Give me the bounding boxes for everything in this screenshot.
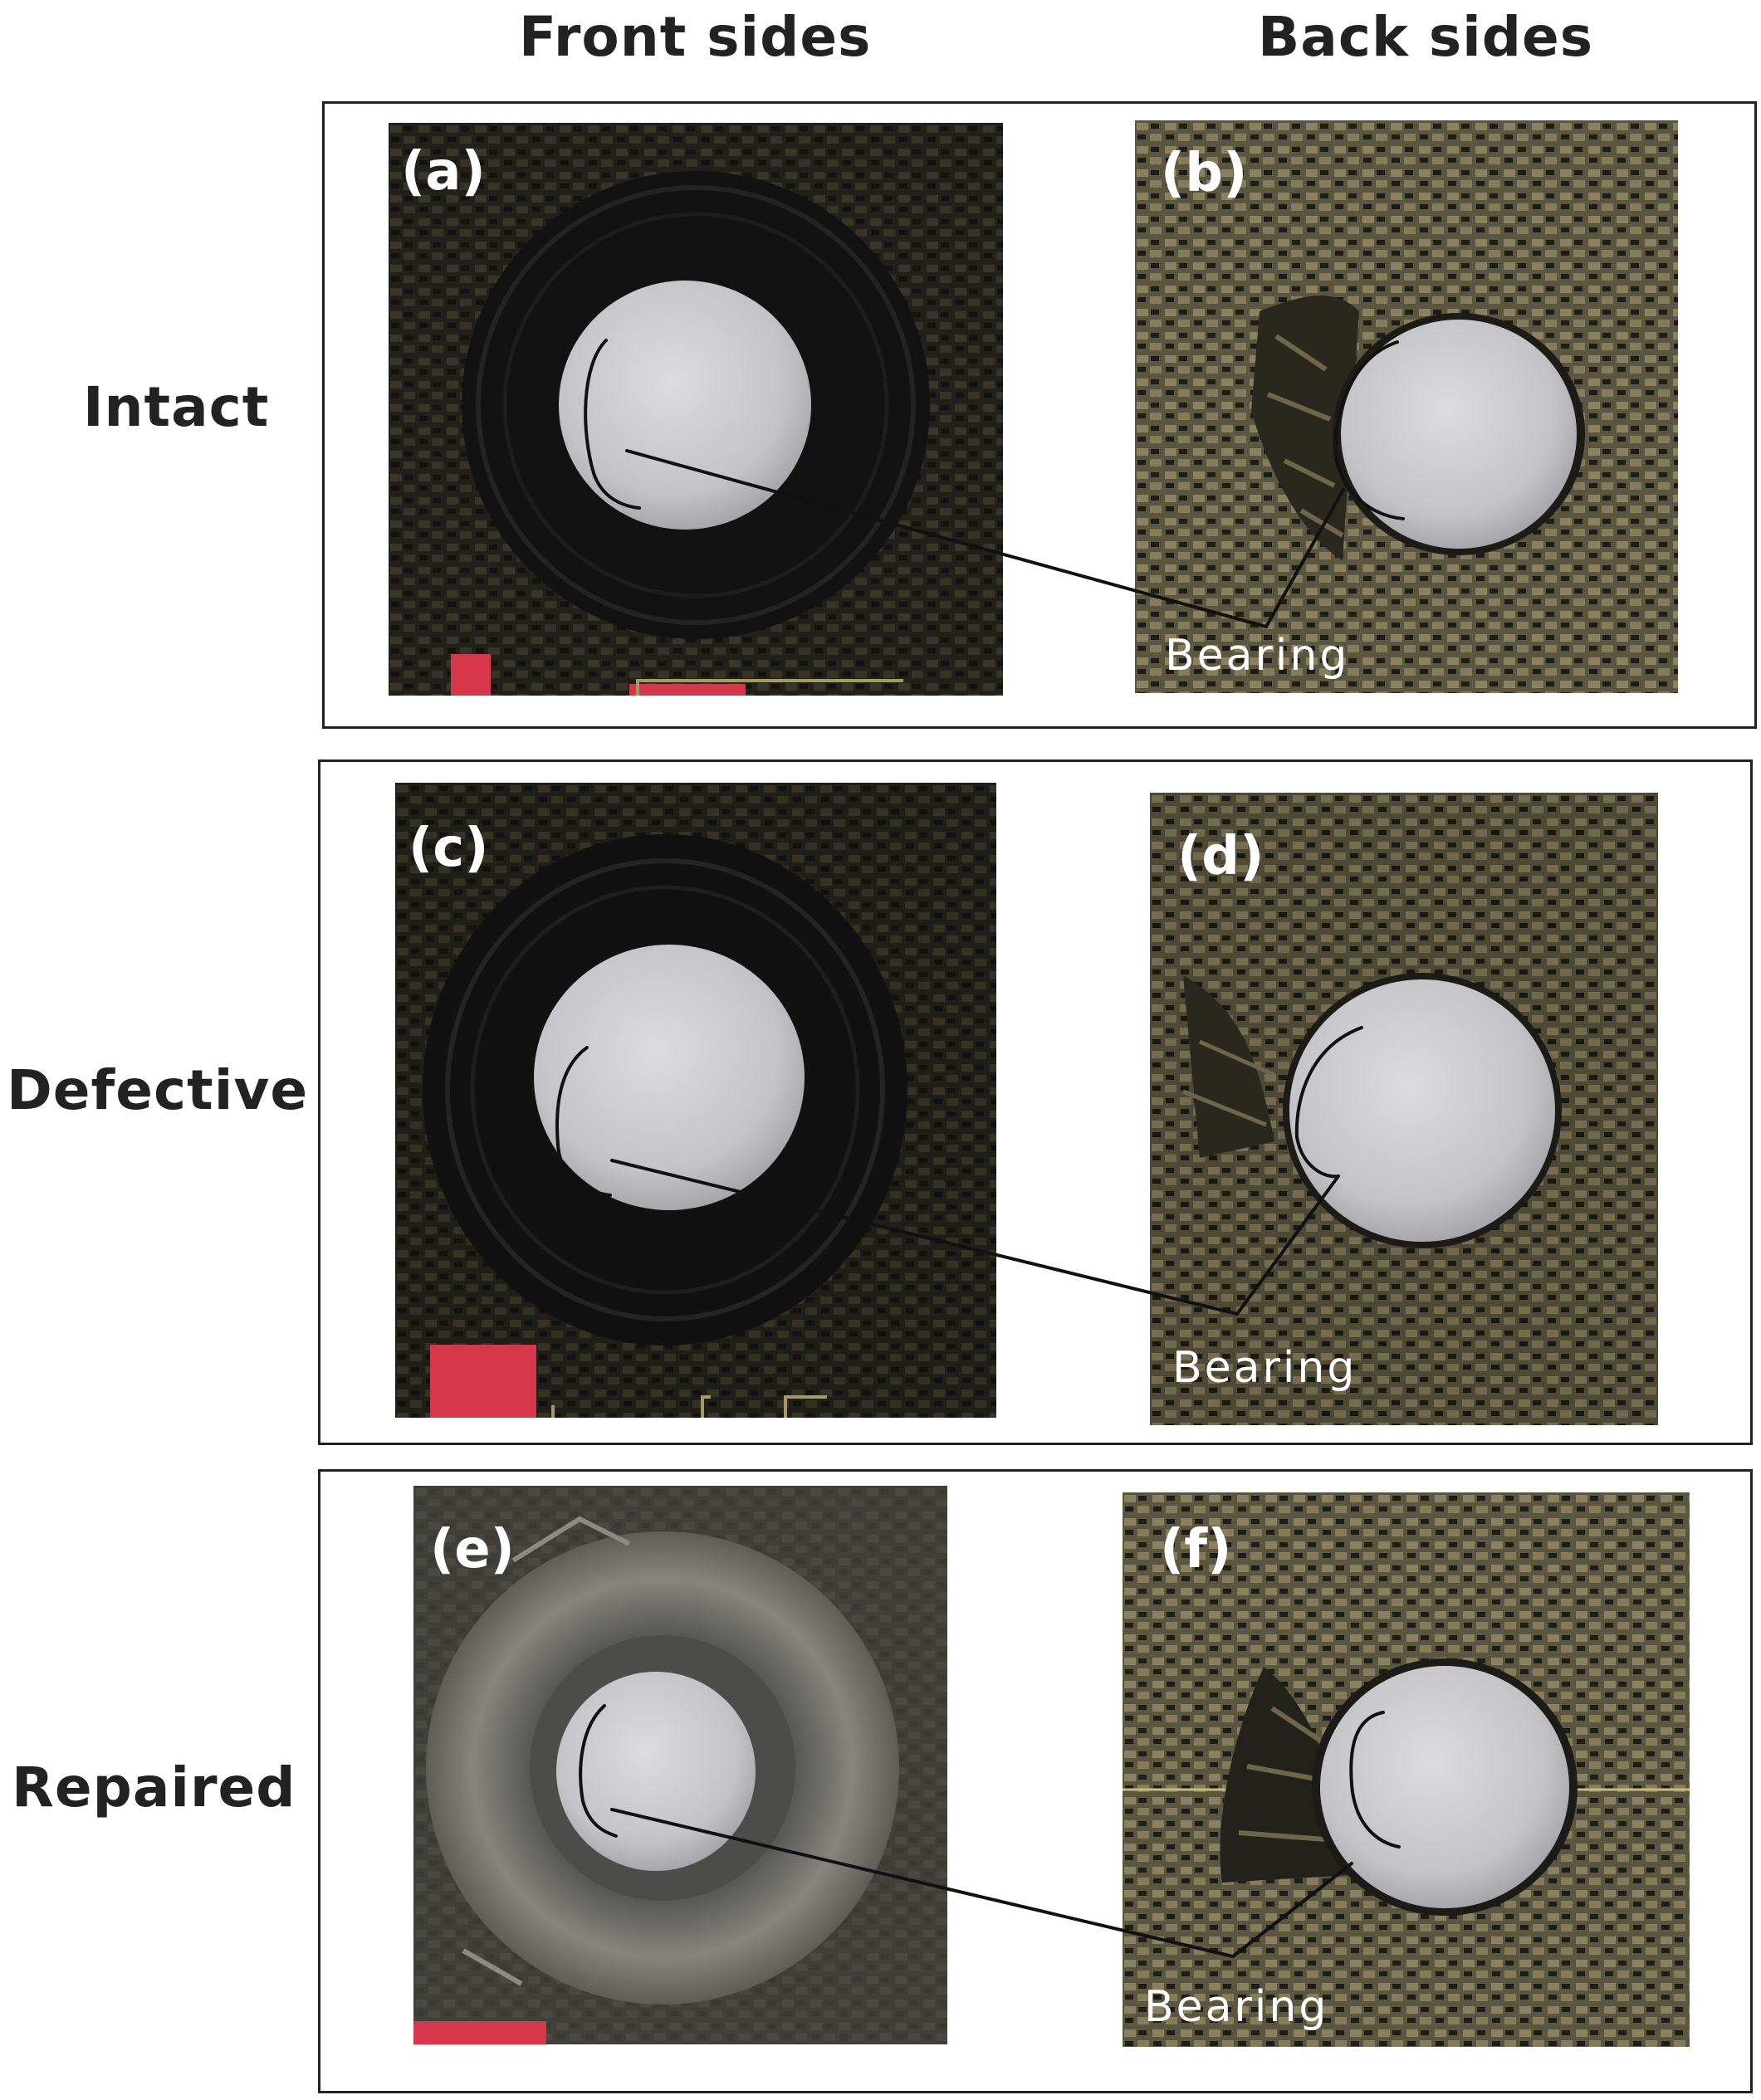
front-sides-header: Front sides — [519, 5, 872, 69]
photo-intact-front — [389, 123, 1003, 696]
bearing-label-intact: Bearing — [1165, 631, 1350, 681]
back-sides-header: Back sides — [1258, 5, 1594, 69]
panel-label-c: (c) — [408, 818, 489, 879]
panel-label-f: (f) — [1160, 1519, 1232, 1580]
panel-label-d: (d) — [1177, 826, 1264, 887]
row-label-defective: Defective — [7, 1058, 309, 1122]
row-label-intact: Intact — [83, 375, 270, 439]
panel-label-b: (b) — [1161, 143, 1248, 204]
defective-row-frame — [318, 759, 1753, 1445]
photo-defective-back — [1150, 793, 1658, 1425]
panel-label-a: (a) — [401, 141, 486, 203]
photo-intact-back — [1135, 120, 1678, 693]
bearing-label-defective: Bearing — [1172, 1343, 1357, 1393]
intact-row-frame — [322, 101, 1757, 729]
row-label-repaired: Repaired — [12, 1756, 296, 1819]
panel-label-e: (e) — [430, 1519, 515, 1580]
repaired-row-frame — [318, 1469, 1753, 2093]
bearing-label-repaired: Bearing — [1144, 1982, 1329, 2032]
